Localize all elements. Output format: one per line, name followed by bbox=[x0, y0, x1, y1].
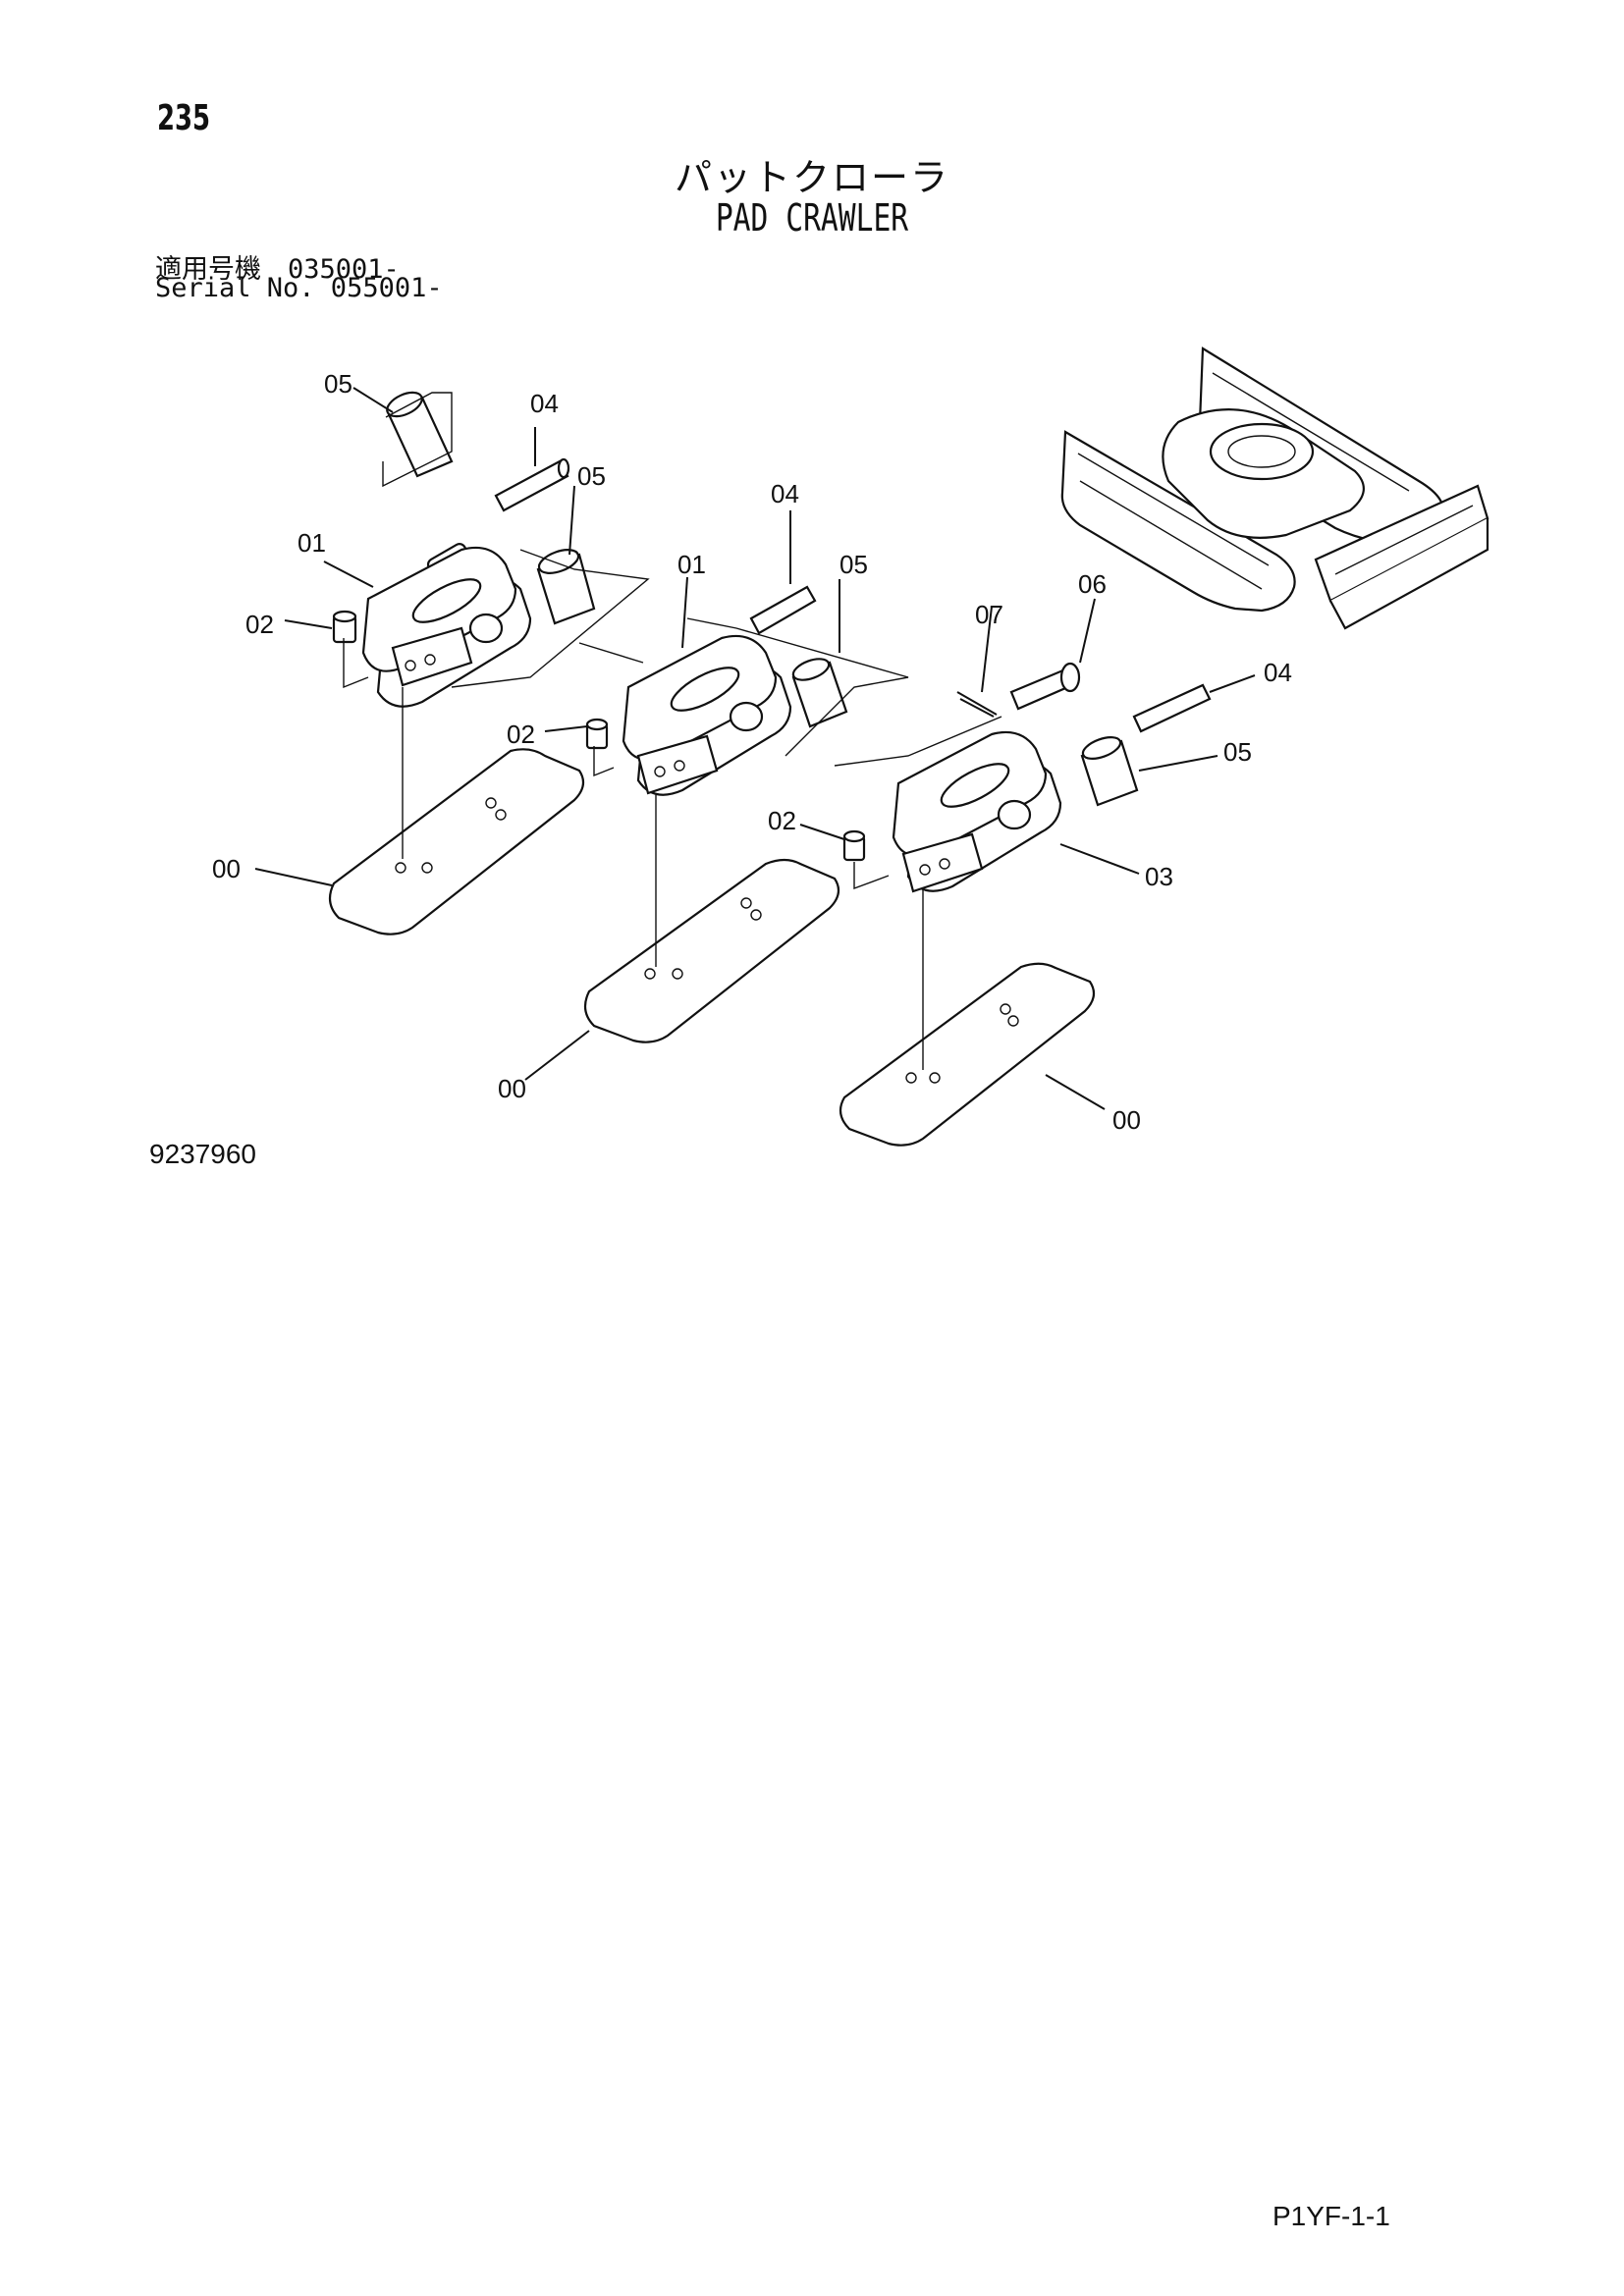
callout-00: 00 bbox=[212, 854, 241, 883]
rubber-pad-middle bbox=[583, 858, 840, 1043]
pin-middle bbox=[749, 585, 817, 635]
callout-labels: 05 04 05 01 02 00 04 01 05 02 00 07 06 0… bbox=[212, 369, 1292, 1135]
bushing-mid-left bbox=[536, 549, 596, 625]
callout-01: 01 bbox=[298, 528, 326, 558]
master-pin bbox=[1009, 662, 1081, 711]
callout-04: 04 bbox=[771, 479, 799, 508]
link-assembly-middle bbox=[622, 634, 792, 796]
bushing-middle bbox=[791, 658, 848, 728]
page-code: P1YF-1-1 bbox=[1272, 2201, 1390, 2231]
pin-right bbox=[1132, 683, 1212, 733]
pin-top-left bbox=[494, 457, 570, 512]
drawing-number: 9237960 bbox=[149, 1139, 257, 1169]
callout-02: 02 bbox=[245, 610, 274, 639]
callout-03: 03 bbox=[1145, 862, 1173, 891]
split-pin bbox=[956, 691, 998, 718]
callout-06: 06 bbox=[1078, 569, 1107, 599]
callout-05: 05 bbox=[324, 369, 352, 399]
bushing-top-left bbox=[386, 391, 454, 478]
page-title-english: PAD CRAWLER bbox=[715, 196, 909, 240]
callout-05: 05 bbox=[839, 550, 868, 579]
page-number: 235 bbox=[157, 98, 211, 138]
callout-02: 02 bbox=[768, 806, 796, 835]
bolt-right bbox=[842, 829, 866, 862]
page-title-japanese: パットクローラ bbox=[674, 156, 949, 199]
callout-02: 02 bbox=[507, 720, 535, 749]
callout-04: 04 bbox=[530, 389, 559, 418]
callout-07: 07 bbox=[975, 600, 1003, 629]
bolt-left bbox=[332, 610, 357, 644]
link-assembly-right bbox=[892, 730, 1062, 893]
rubber-pad-left bbox=[328, 748, 585, 935]
bolt-middle bbox=[585, 718, 609, 750]
bushing-right bbox=[1080, 736, 1139, 807]
callout-05: 05 bbox=[577, 461, 606, 491]
rubber-pad-right bbox=[839, 962, 1096, 1147]
assembly-guide-lines bbox=[343, 392, 1002, 1070]
applicable-serial-japanese: 適用号機 035001- bbox=[155, 254, 400, 285]
crawler-machine-illustration bbox=[1060, 347, 1489, 630]
callout-05: 05 bbox=[1223, 737, 1252, 767]
callout-01: 01 bbox=[677, 550, 706, 579]
link-assembly-left bbox=[361, 543, 532, 708]
callout-00: 00 bbox=[498, 1074, 526, 1103]
callout-00: 00 bbox=[1112, 1105, 1141, 1135]
callout-04: 04 bbox=[1264, 658, 1292, 687]
leader-lines bbox=[254, 387, 1256, 1110]
serial-number: Serial No. 055001- bbox=[155, 273, 443, 303]
